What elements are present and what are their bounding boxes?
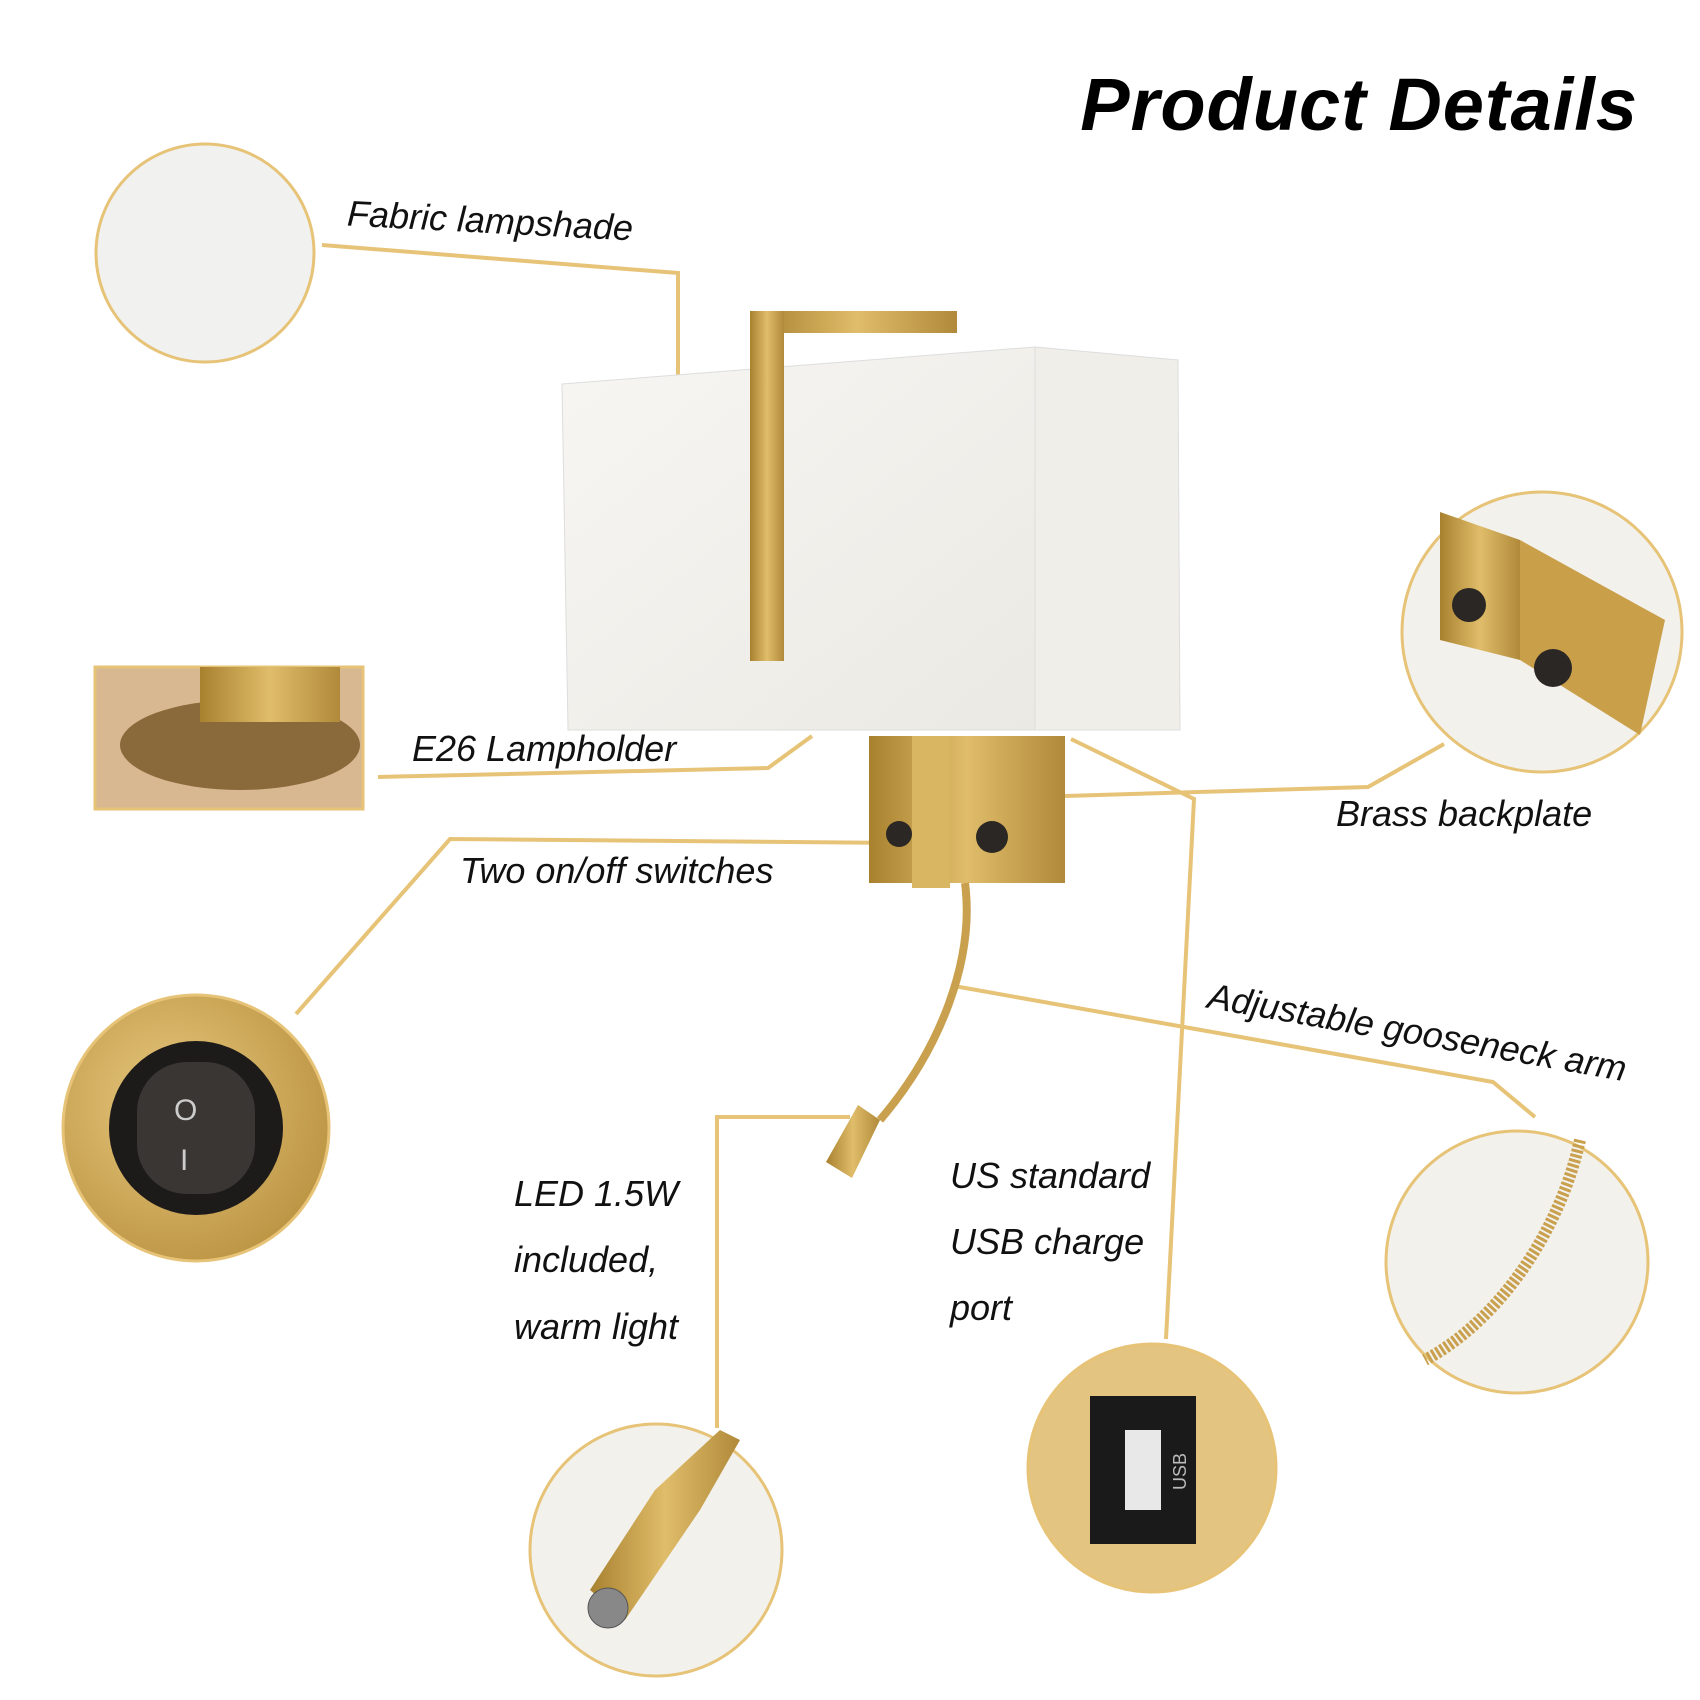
callout-e26-lampholder: E26 Lampholder xyxy=(412,728,677,769)
switch-2 xyxy=(976,821,1008,853)
leader-gooseneck xyxy=(953,984,1537,1119)
backplate-detail xyxy=(1400,490,1684,774)
callout-usb-line-2: USB charge xyxy=(950,1221,1145,1262)
led-head xyxy=(826,1105,880,1178)
backplate-ridge xyxy=(912,736,950,888)
gooseneck-detail xyxy=(1384,1129,1650,1395)
leader-lampholder xyxy=(377,734,814,779)
backplate xyxy=(869,736,1065,883)
callout-led-line-3: warm light xyxy=(514,1306,679,1347)
switch-off-mark: O xyxy=(174,1094,197,1127)
switch-detail: O I xyxy=(61,993,331,1263)
bracket-bar xyxy=(750,311,784,661)
callout-usb-line-1: US standard xyxy=(950,1155,1151,1196)
callout-brass-backplate: Brass backplate xyxy=(1336,793,1593,834)
gooseneck-arm xyxy=(876,882,971,1123)
callout-led-line-2: included, xyxy=(514,1239,659,1280)
switch-1 xyxy=(886,821,912,847)
lampshade-side xyxy=(1034,346,1181,731)
page-title: Product Details xyxy=(1080,63,1638,146)
leader-backplate xyxy=(1064,742,1445,798)
leader-fabric xyxy=(321,243,680,376)
leader-led xyxy=(715,1115,850,1428)
usb-port-label: USB xyxy=(1170,1453,1190,1490)
usb-detail: USB xyxy=(1026,1342,1278,1594)
leader-usb xyxy=(1070,737,1197,1340)
callout-usb-line-3: port xyxy=(950,1287,1013,1328)
lampshade-front xyxy=(561,346,1036,731)
led-detail xyxy=(528,1422,784,1678)
callout-switches: Two on/off switches xyxy=(460,850,774,891)
bracket-top xyxy=(757,311,957,333)
callout-led-line-1: LED 1.5W xyxy=(514,1173,679,1214)
lampholder-detail xyxy=(93,665,365,811)
fabric-detail xyxy=(94,142,316,364)
switch-on-mark: I xyxy=(180,1144,188,1177)
leader-lines xyxy=(294,243,1537,1428)
leader-switches xyxy=(294,836,900,1016)
wall-lamp xyxy=(561,311,1181,1178)
